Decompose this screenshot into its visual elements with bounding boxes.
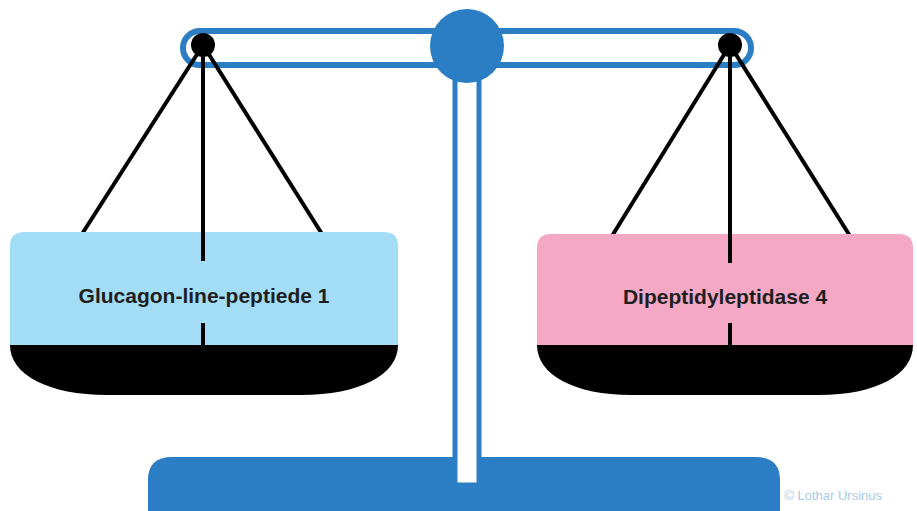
pan-label: Glucagon-line-peptiede 1 — [79, 284, 330, 308]
watermark: © Lothar Ursinus — [784, 488, 882, 503]
pan-string-stub — [201, 323, 205, 355]
scale-pan: Dipeptidyleptidase 4 — [537, 234, 913, 345]
pan-string-stub — [728, 234, 732, 263]
scale-strings — [82, 45, 850, 236]
hanger-dot — [191, 33, 215, 57]
pan-string-stub — [201, 232, 205, 261]
scale-pivot — [430, 9, 504, 83]
scale-pan: Glucagon-line-peptiede 1 — [10, 232, 398, 345]
pan-shape — [10, 232, 398, 395]
pan-bowl — [537, 345, 913, 395]
pan-string-stub — [728, 323, 732, 355]
pan-fill — [537, 234, 913, 345]
scale-pole — [455, 60, 479, 485]
pan-label: Dipeptidyleptidase 4 — [623, 285, 827, 309]
pan-shape — [537, 234, 913, 395]
hanger-dot — [718, 33, 742, 57]
